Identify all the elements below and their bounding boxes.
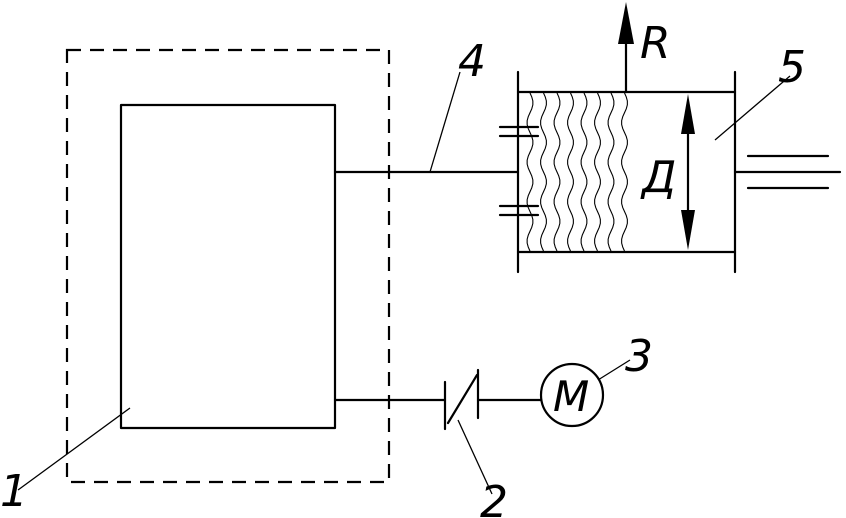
motor-circle	[539, 362, 605, 428]
wave-line	[580, 92, 588, 252]
leader-1	[17, 407, 131, 491]
diameter-label: Д	[640, 152, 676, 203]
label-1: 1	[0, 466, 28, 517]
wave-line	[594, 92, 601, 252]
diameter-arrow-head-bottom	[681, 210, 695, 250]
label-2: 2	[480, 477, 508, 518]
wave-line	[621, 92, 628, 252]
diameter-arrow-head-top	[681, 94, 695, 134]
force-arrow-head	[618, 2, 634, 44]
wave-line	[553, 92, 561, 252]
unit-block	[119, 103, 337, 430]
wave-line	[607, 92, 615, 252]
wave-medium	[526, 92, 628, 252]
motor-label: M	[553, 372, 589, 421]
wave-line	[526, 92, 534, 252]
wave-line	[540, 92, 547, 252]
label-4: 4	[458, 36, 486, 87]
label-3: 3	[625, 331, 653, 382]
dashed-enclosure	[65, 48, 391, 484]
force-label: R	[640, 18, 671, 69]
leader-5	[714, 75, 791, 141]
leader-3	[597, 359, 631, 381]
switch-diagonal	[446, 373, 479, 425]
leader-2	[457, 419, 493, 495]
label-5: 5	[778, 42, 806, 93]
wave-line	[567, 92, 574, 252]
leader-4	[429, 71, 461, 173]
